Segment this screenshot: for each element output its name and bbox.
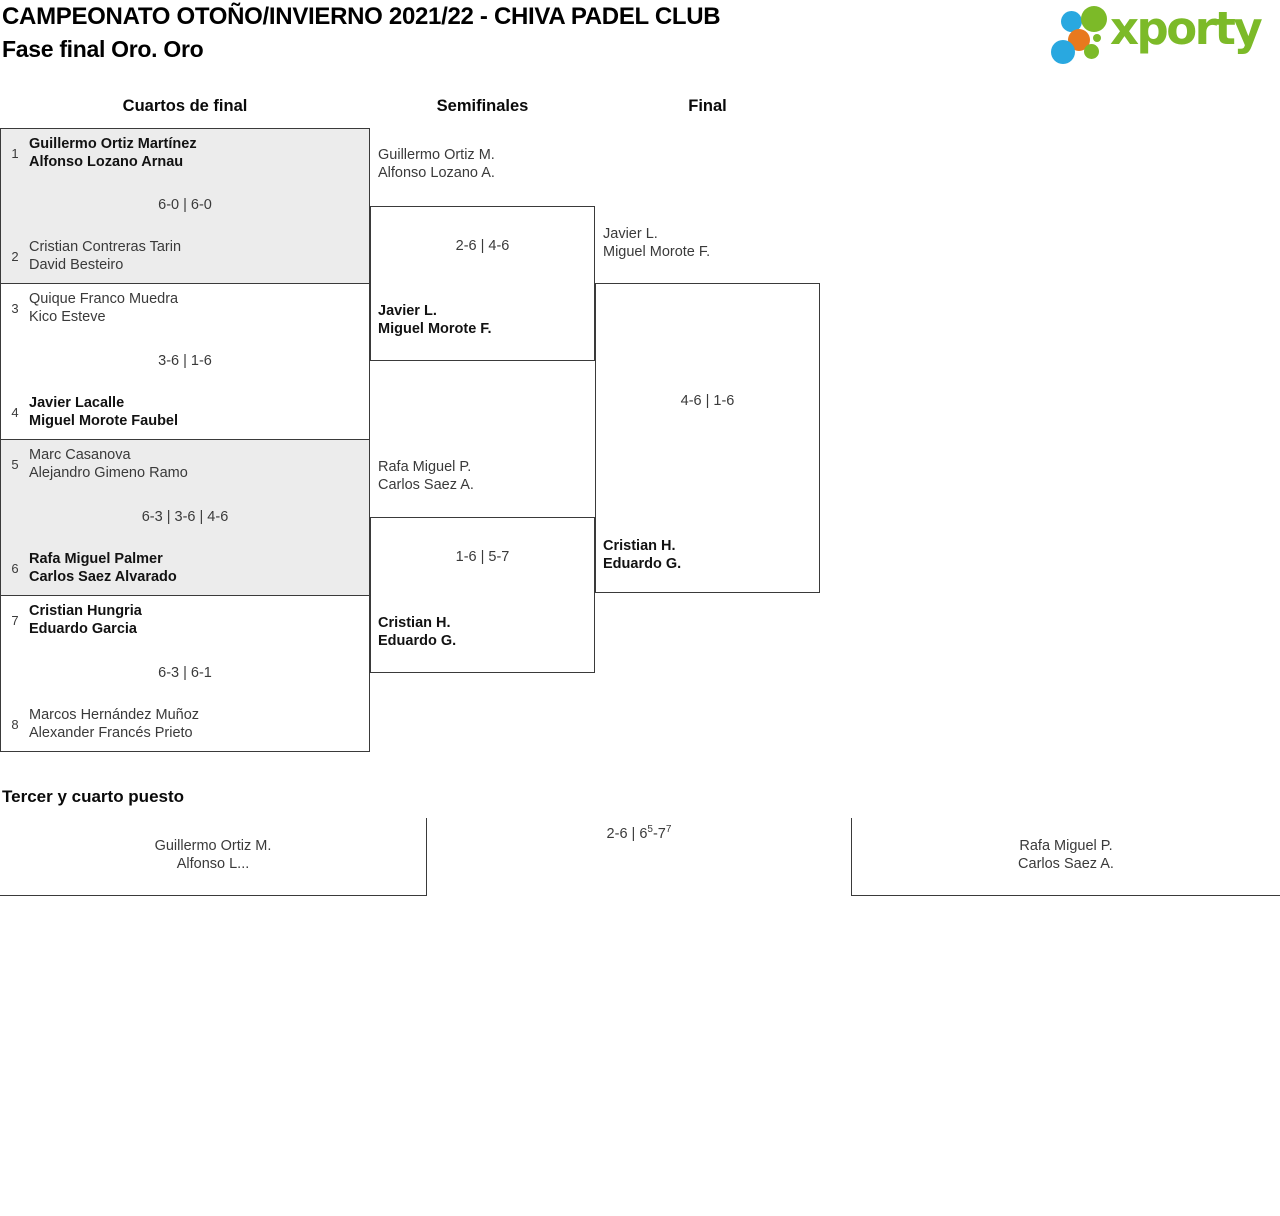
logo-dot-green-small [1084, 44, 1099, 59]
logo-dot-green-large [1081, 6, 1107, 32]
player-name: Javier L. [603, 226, 658, 242]
semifinal-match-2-box [370, 517, 595, 673]
player-name: Guillermo Ortiz Martínez [29, 136, 197, 152]
team-seed-3: 3 Quique Franco Muedra Kico Esteve [1, 291, 369, 326]
sf1-team-top: Guillermo Ortiz M. Alfonso Lozano A. [378, 147, 495, 182]
logo-dot-blue-small [1061, 11, 1082, 32]
score-text: 2-6 | 6 [606, 826, 648, 842]
seed-number: 3 [11, 301, 19, 316]
team-seed-6: 6 Rafa Miguel Palmer Carlos Saez Alvarad… [1, 551, 369, 586]
match-score: 3-6 | 1-6 [158, 352, 212, 369]
quarterfinal-match-1: 1 Guillermo Ortiz Martínez Alfonso Lozan… [0, 128, 370, 284]
player-name: Quique Franco Muedra [29, 291, 179, 307]
quarterfinal-match-4: 7 Cristian Hungria Eduardo Garcia 6-3 | … [0, 595, 370, 752]
seed-number: 2 [11, 249, 19, 264]
player-name: Carlos Saez A. [378, 476, 474, 493]
xporty-logo: xporty [1045, 0, 1280, 75]
team-seed-1: 1 Guillermo Ortiz Martínez Alfonso Lozan… [1, 136, 369, 171]
player-name: Miguel Morote F. [378, 320, 492, 337]
player-name: Guillermo Ortiz M. [378, 147, 495, 163]
score-text: -7 [652, 826, 666, 842]
player-name: Eduardo Garcia [29, 620, 137, 637]
player-name: Cristian H. [603, 538, 676, 554]
player-name: Carlos Saez A. [1018, 855, 1114, 872]
tiebreak-superscript: 7 [665, 824, 672, 836]
third-place-left-box: Guillermo Ortiz M. Alfonso L... [0, 818, 427, 896]
seed-number: 7 [11, 613, 19, 628]
player-name: David Besteiro [29, 256, 124, 273]
team-seed-7: 7 Cristian Hungria Eduardo Garcia [1, 603, 369, 638]
match-score: 6-3 | 6-1 [158, 664, 212, 681]
logo-wordmark: xporty [1110, 2, 1263, 55]
player-name: Alfonso Lozano A. [378, 164, 495, 181]
player-name: Cristian Contreras Tarin [29, 239, 182, 255]
seed-number: 6 [11, 561, 19, 576]
page-subtitle: Fase final Oro. Oro [2, 36, 204, 62]
player-name: Alfonso L... [176, 855, 250, 872]
final-match-box [595, 283, 820, 593]
logo-dot-blue-large [1051, 40, 1075, 64]
player-name: Miguel Morote Faubel [29, 412, 179, 429]
final-score: 4-6 | 1-6 [680, 393, 735, 409]
team-seed-4: 4 Javier Lacalle Miguel Morote Faubel [1, 395, 369, 430]
team-seed-5: 5 Marc Casanova Alejandro Gimeno Ramo [1, 447, 369, 482]
player-name: Eduardo G. [378, 632, 457, 649]
player-name: Rafa Miguel P. [1019, 838, 1113, 854]
round-header-quarterfinals: Cuartos de final [122, 97, 248, 115]
player-name: Guillermo Ortiz M. [154, 838, 272, 854]
sf2-team-top: Rafa Miguel P. Carlos Saez A. [378, 459, 474, 494]
player-name: Miguel Morote F. [603, 243, 711, 260]
player-name: Alejandro Gimeno Ramo [29, 464, 188, 481]
final-team-bottom-champion: Cristian H. Eduardo G. [603, 538, 681, 573]
player-name: Javier L. [378, 303, 437, 319]
semifinal-match-1-box [370, 206, 595, 361]
sf1-team-bottom: Javier L. Miguel Morote F. [378, 303, 492, 338]
round-header-semifinals: Semifinales [436, 97, 529, 115]
third-place-heading: Tercer y cuarto puesto [2, 787, 185, 806]
team-seed-8: 8 Marcos Hernández Muñoz Alexander Franc… [1, 707, 369, 742]
seed-number: 8 [11, 717, 19, 732]
third-place-team-right: Rafa Miguel P. Carlos Saez A. [852, 838, 1280, 873]
round-header-final: Final [688, 97, 727, 115]
match-score: 6-0 | 6-0 [158, 197, 212, 213]
third-place-team-left: Guillermo Ortiz M. Alfonso L... [0, 838, 426, 873]
player-name: Marc Casanova [29, 447, 131, 463]
player-name: Cristian H. [378, 615, 451, 631]
quarterfinal-match-2: 3 Quique Franco Muedra Kico Esteve 3-6 |… [0, 283, 370, 440]
match-score: 6-3 | 3-6 | 4-6 [141, 508, 229, 525]
player-name: Marcos Hernández Muñoz [29, 707, 200, 723]
sf2-team-bottom: Cristian H. Eduardo G. [378, 615, 456, 650]
team-seed-2: 2 Cristian Contreras Tarin David Besteir… [1, 239, 369, 274]
quarterfinal-match-3: 5 Marc Casanova Alejandro Gimeno Ramo 6-… [0, 439, 370, 596]
seed-number: 5 [11, 457, 19, 472]
seed-number: 1 [11, 146, 19, 161]
player-name: Eduardo G. [603, 555, 682, 572]
player-name: Carlos Saez Alvarado [29, 568, 177, 585]
seed-number: 4 [11, 405, 19, 420]
logo-dot-green-tiny [1093, 34, 1101, 42]
player-name: Rafa Miguel Palmer [29, 551, 163, 567]
player-name: Javier Lacalle [29, 395, 125, 411]
sf1-score: 2-6 | 4-6 [455, 238, 510, 254]
third-place-score: 2-6 | 65-77 [427, 824, 851, 842]
player-name: Kico Esteve [29, 308, 106, 325]
page-title: CAMPEONATO OTOÑO/INVIERNO 2021/22 - CHIV… [2, 3, 721, 30]
player-name: Cristian Hungria [29, 603, 142, 619]
player-name: Alfonso Lozano Arnau [29, 153, 184, 170]
third-place-right-box: Rafa Miguel P. Carlos Saez A. [851, 818, 1280, 896]
tiebreak-superscript: 5 [647, 824, 653, 836]
player-name: Rafa Miguel P. [378, 459, 472, 475]
final-team-top: Javier L. Miguel Morote F. [603, 226, 710, 261]
player-name: Alexander Francés Prieto [29, 724, 193, 741]
sf2-score: 1-6 | 5-7 [455, 549, 510, 565]
